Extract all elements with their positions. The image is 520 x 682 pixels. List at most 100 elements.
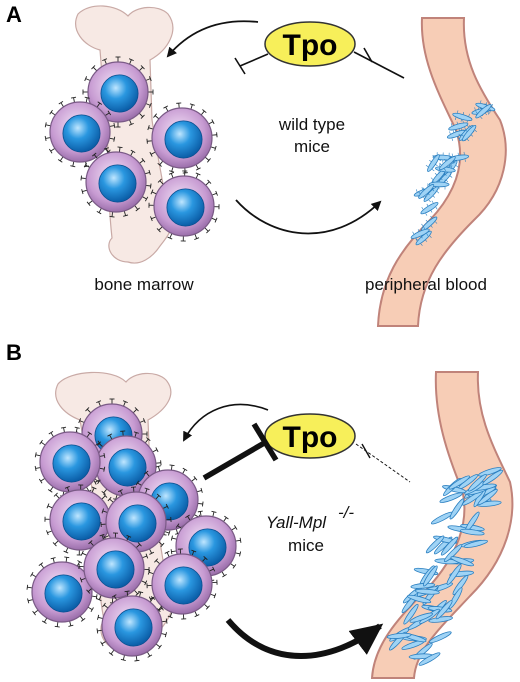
mpl-receptor-tip: [83, 162, 88, 168]
mpl-receptor: [45, 124, 51, 127]
mpl-receptor: [151, 216, 157, 220]
condition-line1-b: Yall-Mpl: [266, 513, 327, 532]
mpl-receptor: [80, 577, 86, 581]
condition-line2-b: mice: [288, 536, 324, 555]
mpl-receptor-tip: [107, 110, 112, 116]
mpl-receptor: [170, 173, 174, 179]
mpl-receptor: [43, 617, 48, 623]
mpl-receptor: [137, 482, 142, 486]
mpl-receptor: [103, 488, 108, 494]
mpl-receptor: [118, 147, 121, 153]
mpl-receptor: [157, 466, 161, 472]
mpl-receptor: [109, 125, 115, 127]
mpl-receptor-tip: [157, 162, 162, 167]
mpl-receptor-tip: [205, 605, 210, 610]
mpl-receptor-tip: [109, 216, 115, 218]
platelet: [410, 226, 430, 241]
cell-nucleus: [44, 574, 83, 613]
mpl-receptor-tip: [165, 618, 168, 624]
mpl-receptor-tip: [113, 136, 116, 142]
mpl-receptor: [40, 563, 45, 569]
mpl-receptor: [54, 540, 59, 545]
mpl-receptor-tip: [50, 557, 56, 560]
cell-nucleus: [164, 120, 203, 159]
mpl-receptor: [65, 547, 69, 553]
mpl-receptor: [152, 449, 158, 453]
mpl-receptor-tip: [124, 590, 130, 593]
mpl-receptor: [145, 488, 148, 494]
cell-nucleus: [118, 504, 157, 543]
mpl-receptor: [201, 557, 206, 563]
mpl-receptor: [86, 408, 92, 414]
mpl-receptor: [146, 651, 151, 657]
mpl-receptor-tip: [122, 400, 128, 404]
mpl-receptor: [145, 78, 151, 81]
mpl-receptor-tip: [97, 614, 100, 620]
mpl-receptor-tip: [202, 501, 204, 507]
mpl-receptor: [85, 164, 90, 168]
mpl-receptor: [87, 587, 93, 592]
mpl-receptor-tip: [88, 540, 93, 545]
mpl-receptor: [86, 486, 90, 492]
mpl-receptor: [126, 536, 130, 542]
mpl-receptor-tip: [38, 478, 43, 484]
mpl-receptor-tip: [53, 492, 58, 497]
mpl-receptor-tip: [90, 607, 94, 613]
mpl-receptor-tip: [182, 467, 188, 472]
mpl-receptor: [79, 420, 85, 423]
mpl-receptor: [195, 164, 199, 170]
mpl-receptor: [171, 537, 177, 540]
bone-marrow-label: bone marrow: [94, 275, 194, 294]
mpl-receptor-tip: [133, 431, 139, 434]
mpl-receptor: [98, 594, 102, 600]
mpl-receptor: [182, 469, 186, 474]
mpl-receptor-tip: [117, 489, 123, 493]
megakaryocyte-cell: [80, 146, 152, 218]
mpl-receptor: [155, 643, 161, 648]
platelet: [409, 612, 433, 623]
mpl-receptor-tip: [99, 533, 105, 537]
mpl-receptor: [97, 629, 103, 632]
mpl-receptor: [87, 606, 93, 611]
mpl-receptor: [56, 621, 59, 627]
mpl-receptor-tip: [101, 490, 106, 495]
mpl-receptor: [115, 494, 118, 500]
platelet: [443, 544, 463, 563]
mpl-receptor: [195, 173, 199, 179]
cell-nucleus: [98, 164, 137, 203]
mpl-receptor-tip: [147, 125, 150, 131]
mpl-receptor: [99, 467, 105, 470]
mpl-receptor: [208, 568, 214, 572]
mpl-receptor: [92, 66, 98, 72]
vessel-a: [376, 17, 507, 327]
mpl-receptor: [139, 420, 145, 423]
mpl-receptor: [154, 115, 160, 120]
platelet: [440, 536, 459, 556]
mpl-receptor: [59, 156, 64, 162]
mpl-receptor-tip: [149, 151, 153, 157]
vessel-b: [370, 371, 514, 679]
mpl-receptor: [66, 487, 70, 493]
mpl-receptor: [105, 148, 109, 154]
mpl-receptor: [197, 502, 203, 505]
platelet: [448, 475, 470, 490]
mpl-receptor-tip: [74, 426, 80, 429]
mpl-receptor-tip: [79, 577, 83, 583]
platelet: [475, 103, 492, 120]
mpl-receptor-tip: [91, 65, 96, 70]
mpl-receptor: [103, 604, 109, 609]
mpl-receptor: [96, 102, 101, 108]
mpl-receptor: [144, 171, 150, 175]
cell-nucleus: [166, 188, 205, 227]
mpl-receptor-tip: [68, 624, 74, 627]
mpl-receptor-tip: [103, 493, 108, 498]
megakaryocyte-cell: [146, 102, 218, 174]
platelet: [428, 179, 450, 190]
mpl-receptor: [63, 427, 65, 433]
mpl-receptor: [144, 438, 149, 444]
mpl-receptor-tip: [96, 210, 102, 215]
mpl-receptor: [138, 112, 144, 118]
mpl-receptor: [94, 442, 100, 446]
mpl-receptor-tip: [138, 591, 144, 594]
bone-marrow-cells-b: [26, 398, 242, 662]
